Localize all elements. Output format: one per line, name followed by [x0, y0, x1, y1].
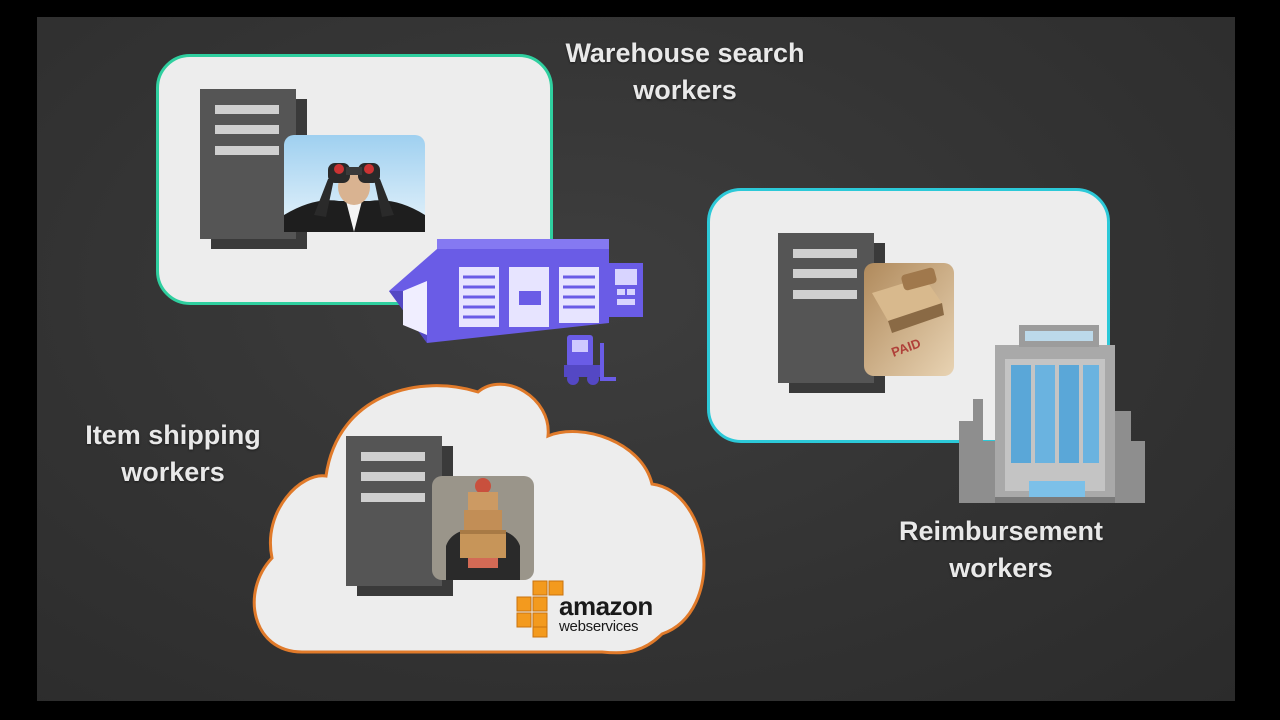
- aws-cube-logo-icon: [516, 580, 564, 638]
- warehouse-search-label: Warehouse search workers: [535, 35, 835, 109]
- binoculars-person-icon: [284, 135, 425, 232]
- item-shipping-label-line1: Item shipping: [85, 420, 261, 450]
- forklift-icon: [564, 335, 616, 385]
- warehouse-search-label-line1: Warehouse search: [565, 38, 805, 68]
- reimbursement-label-line1: Reimbursement: [898, 516, 1104, 546]
- server-icon: [200, 89, 307, 249]
- aws-logo-sub: webservices: [559, 618, 639, 635]
- paid-stamp-icon: PAID: [864, 263, 954, 376]
- server-icon: [346, 436, 453, 596]
- warehouse-search-label-line2: workers: [633, 75, 737, 105]
- item-shipping-label-line2: workers: [121, 457, 225, 487]
- delivery-person-icon: [432, 476, 534, 580]
- warehouse-building-icon: [389, 239, 643, 343]
- item-shipping-label: Item shipping workers: [63, 417, 283, 491]
- office-building-icon: [959, 325, 1145, 503]
- reimbursement-label-line2: workers: [949, 553, 1053, 583]
- aws-logo-brand: amazon: [559, 591, 653, 621]
- aws-logo-text: amazon webservices: [559, 593, 653, 635]
- diagram-canvas: Warehouse search workers PAID Reimbur: [37, 17, 1235, 701]
- reimbursement-label: Reimbursement workers: [851, 513, 1151, 587]
